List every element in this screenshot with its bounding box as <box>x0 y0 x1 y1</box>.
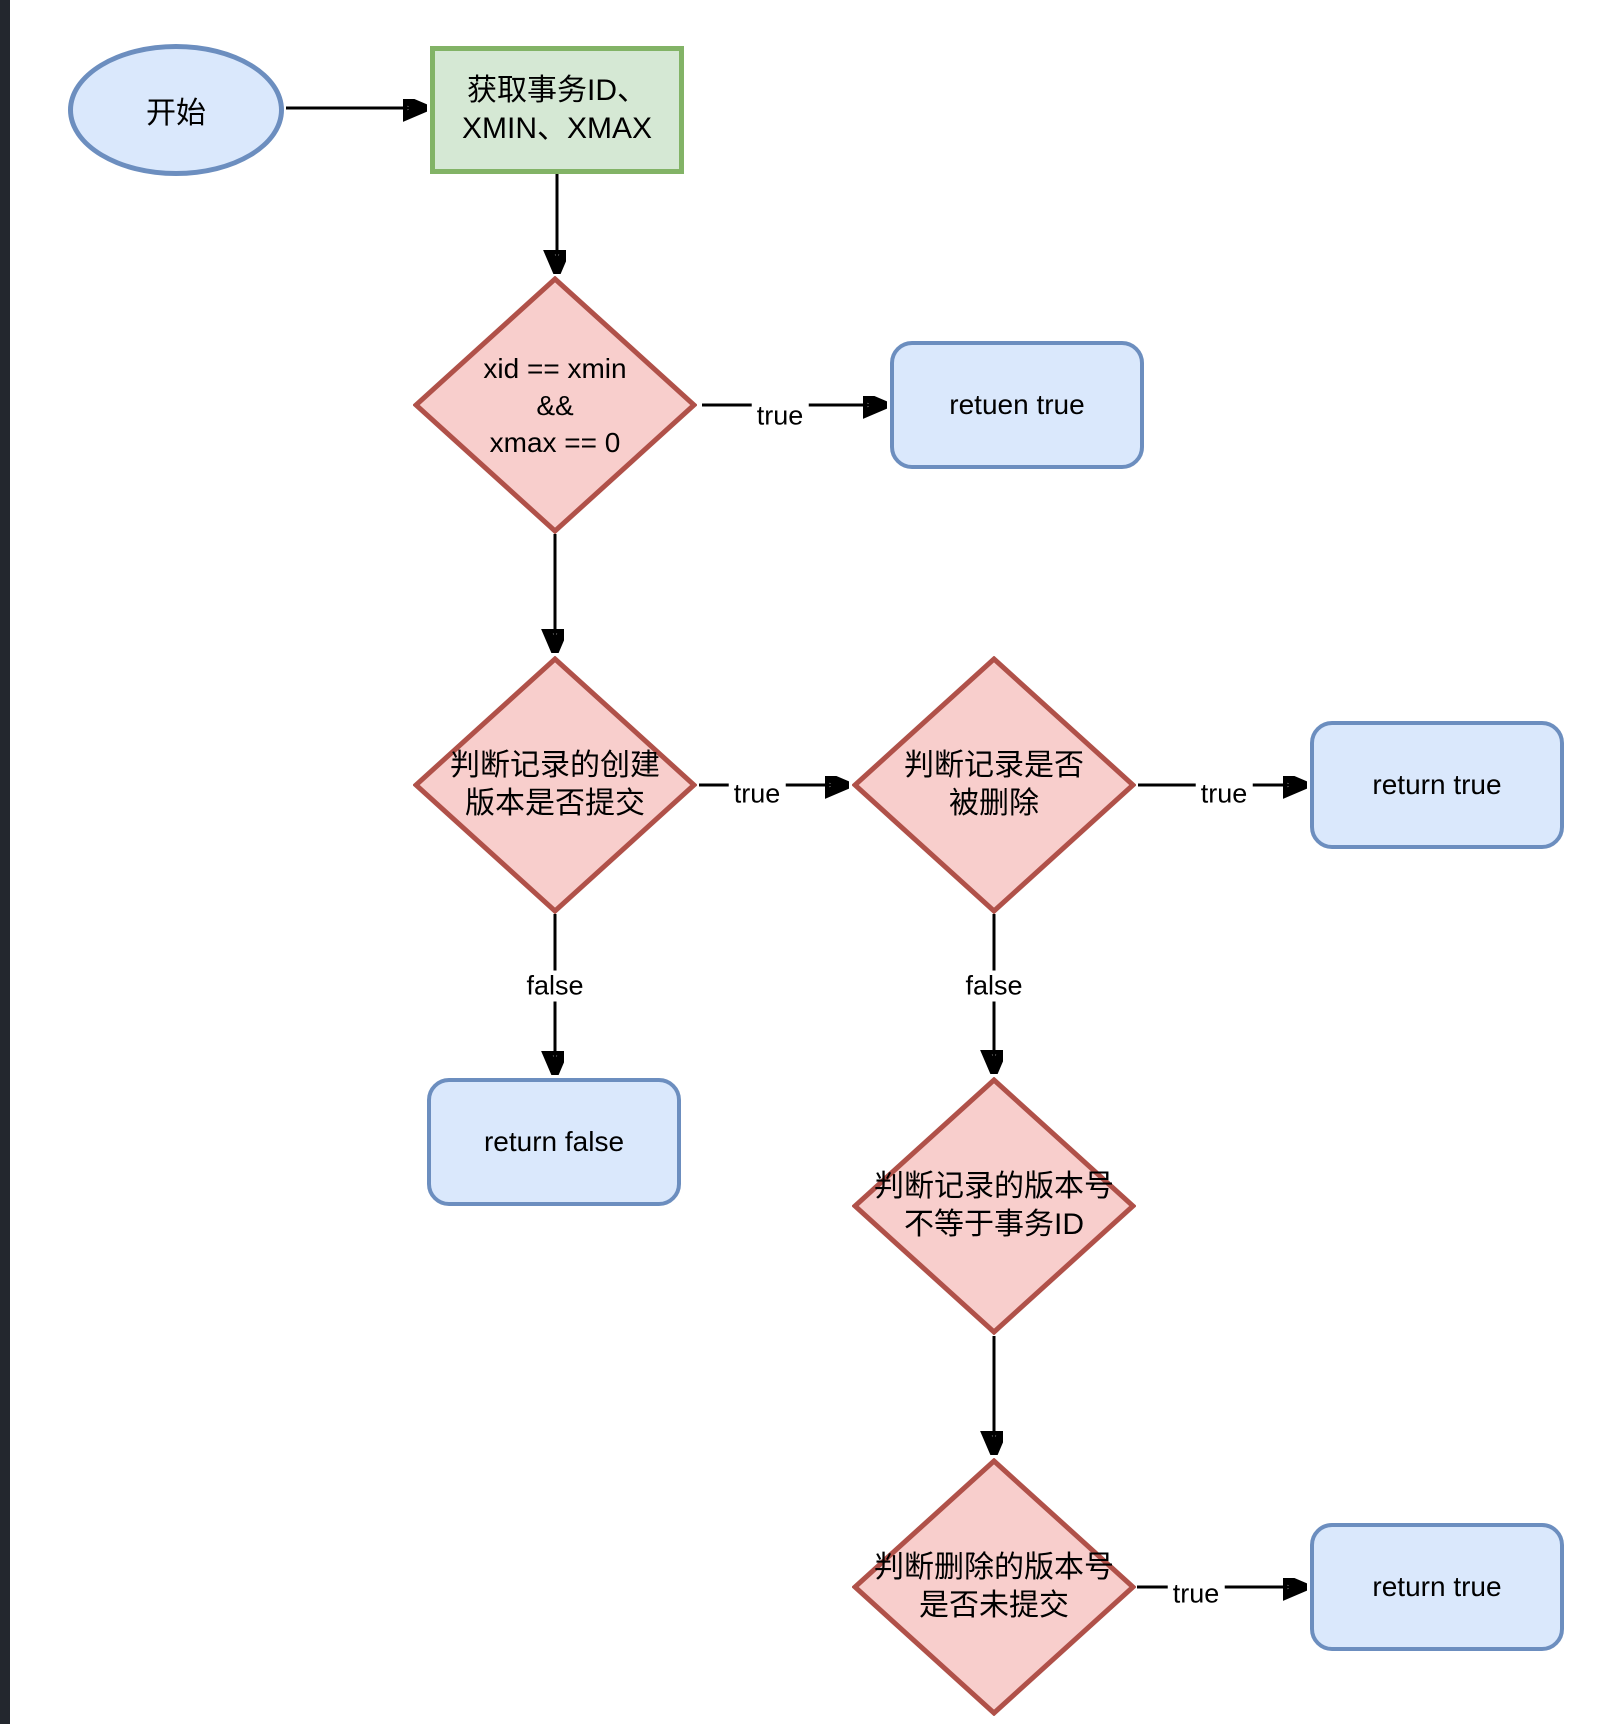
terminal-return-false-label: return false <box>483 1126 625 1157</box>
decision2-line-1: 判断记录的创建 <box>450 749 660 782</box>
terminal-retuen-true: retuen true <box>890 341 1144 469</box>
diamond-shape <box>852 656 1136 914</box>
start-node: 开始 <box>68 44 284 176</box>
terminal-return-true-3: return true <box>1310 1523 1564 1651</box>
decision4-line-2: 不等于事务ID <box>904 1208 1084 1241</box>
decision4-line-1: 判断记录的版本号 <box>874 1170 1114 1203</box>
edge-label-true-1: true <box>751 400 809 432</box>
diamond-shape <box>413 656 697 914</box>
terminal-return-true-2: return true <box>1310 721 1564 849</box>
decision-version-not-equal-xid: 判断记录的版本号 不等于事务ID <box>852 1077 1136 1335</box>
terminal-retuen-true-label: retuen true <box>949 389 1085 420</box>
decision1-line-3: xmax == 0 <box>489 426 621 458</box>
terminal-return-true-2-label: return true <box>1372 769 1502 800</box>
decision-xid-xmin-xmax: xid == xmin && xmax == 0 <box>413 276 697 534</box>
decision5-line-2: 是否未提交 <box>919 1589 1069 1622</box>
edge-label-true-2: true <box>728 778 786 810</box>
diamond-shape <box>852 1458 1136 1716</box>
decision1-line-2: && <box>536 389 574 421</box>
diamond-shape <box>852 1077 1136 1335</box>
edge-label-true-4: true <box>1167 1578 1225 1610</box>
decision1-line-1: xid == xmin <box>483 352 627 384</box>
decision3-line-1: 判断记录是否 <box>904 749 1084 782</box>
process-line-1: 获取事务ID、 <box>467 74 647 107</box>
start-label: 开始 <box>146 97 206 130</box>
edge-label-false-2: false <box>960 970 1028 1002</box>
terminal-return-false: return false <box>427 1078 681 1206</box>
decision-create-version-committed: 判断记录的创建 版本是否提交 <box>413 656 697 914</box>
terminal-return-true-3-label: return true <box>1372 1571 1502 1602</box>
decision-delete-version-uncommitted: 判断删除的版本号 是否未提交 <box>852 1458 1136 1716</box>
process-line-2: XMIN、XMAX <box>461 112 653 145</box>
edge-label-false-1: false <box>521 970 589 1002</box>
decision-record-deleted: 判断记录是否 被删除 <box>852 656 1136 914</box>
edge-label-true-3: true <box>1195 778 1253 810</box>
decision5-line-1: 判断删除的版本号 <box>874 1551 1114 1584</box>
decision3-line-2: 被删除 <box>949 787 1039 820</box>
process-get-transaction-info: 获取事务ID、 XMIN、XMAX <box>430 46 684 174</box>
diamond-shape <box>413 276 697 534</box>
decision2-line-2: 版本是否提交 <box>465 787 645 820</box>
left-gutter <box>0 0 10 1724</box>
